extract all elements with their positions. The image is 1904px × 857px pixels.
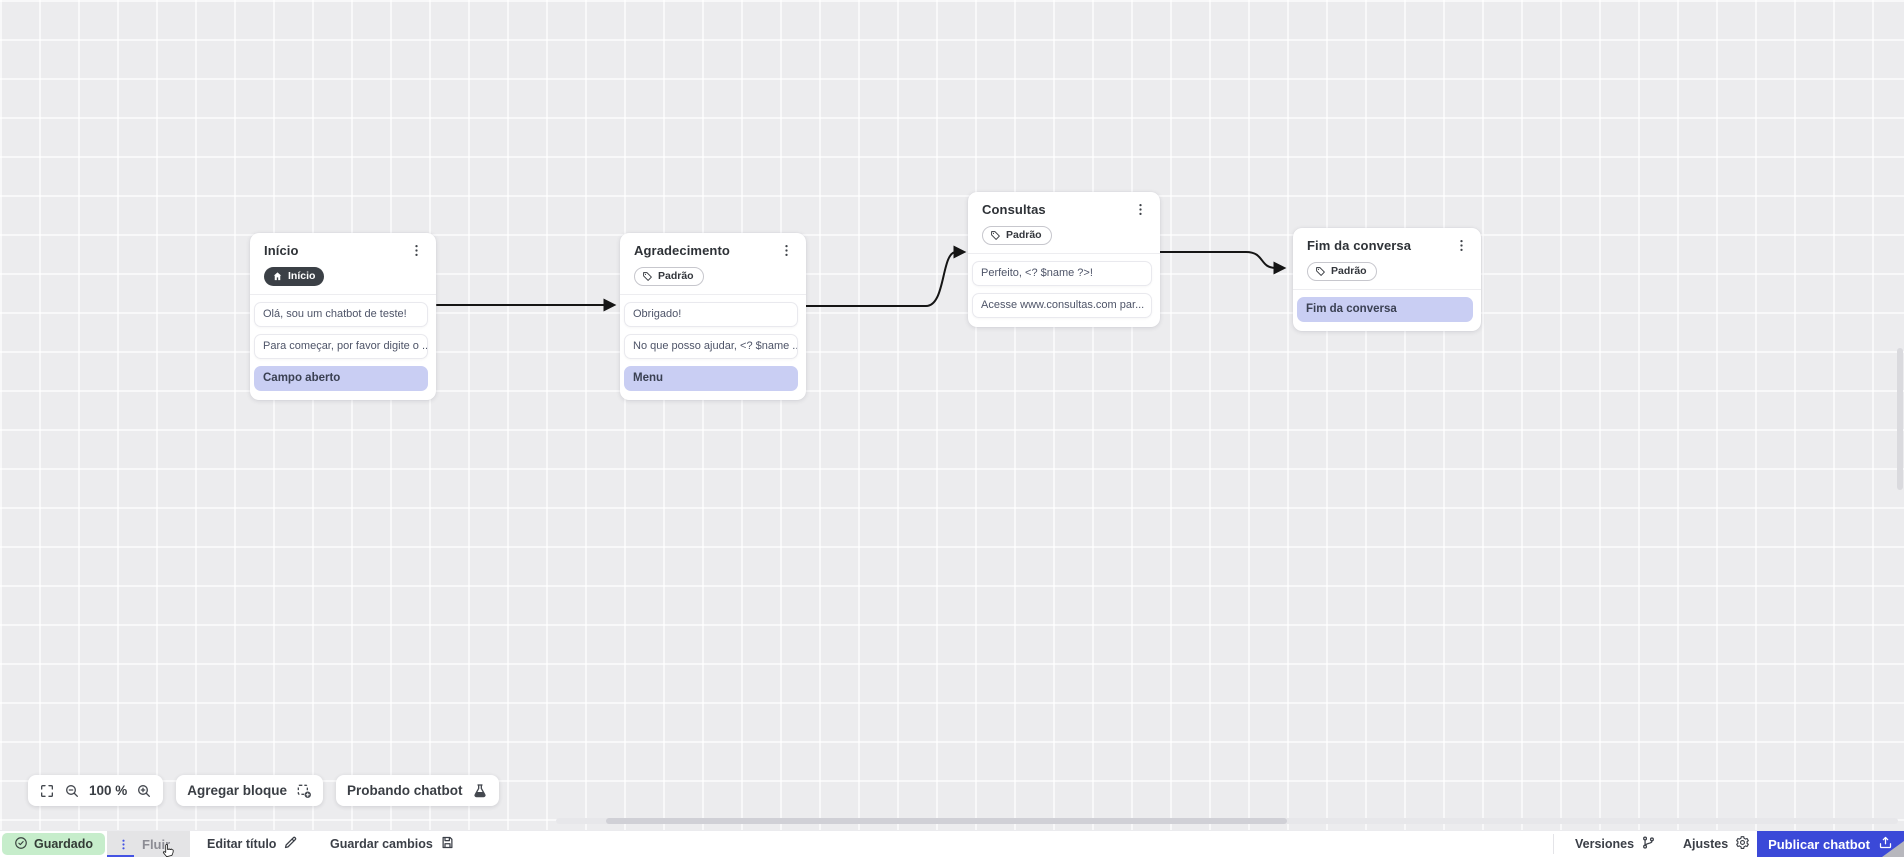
node-output-row[interactable]: Menu	[624, 366, 798, 391]
edit-title-label: Editar título	[207, 837, 277, 851]
versions-button[interactable]: Versiones	[1575, 831, 1656, 857]
horizontal-scrollbar-track[interactable]	[556, 818, 1898, 824]
gear-icon	[1735, 835, 1750, 853]
node-badge: Padrão	[982, 226, 1052, 245]
horizontal-scrollbar-thumb[interactable]	[606, 818, 1287, 824]
node-message-row[interactable]: Olá, sou um chatbot de teste!	[254, 302, 428, 327]
node-message-row[interactable]: Obrigado!	[624, 302, 798, 327]
node-output-row[interactable]: Fim da conversa	[1297, 297, 1473, 322]
node-menu-icon[interactable]	[1132, 202, 1148, 220]
add-block-label: Agregar bloque	[187, 783, 288, 798]
zoom-level: 100 %	[89, 783, 128, 798]
settings-button[interactable]: Ajustes	[1683, 831, 1750, 857]
tag-icon	[990, 230, 1001, 241]
node-badge: Padrão	[634, 267, 704, 286]
zoom-in-button[interactable]	[136, 783, 152, 799]
zoom-out-icon	[64, 783, 80, 799]
node-title: Início	[264, 243, 299, 258]
node-badge: Início	[264, 267, 325, 286]
flask-icon	[472, 783, 488, 799]
node-divider	[250, 294, 436, 295]
node-divider	[968, 253, 1160, 254]
node-badge-label: Padrão	[1006, 229, 1042, 242]
statusbar-divider	[1553, 834, 1554, 854]
corner-fold	[1882, 841, 1904, 857]
edge-agradecimento-to-consultas[interactable]	[805, 245, 967, 307]
statusbar: Guardado Fluir Editar título Guardar cam…	[0, 830, 1904, 857]
check-circle-icon	[14, 836, 28, 853]
canvas-toolbar: 100 % Agregar bloque Probando chatbot	[28, 775, 499, 806]
home-icon	[272, 271, 283, 282]
node-output-row[interactable]: Campo aberto	[254, 366, 428, 391]
save-changes-label: Guardar cambios	[330, 837, 433, 851]
edge-consultas-to-fim-da-conversa[interactable]	[1159, 251, 1287, 275]
fullscreen-button[interactable]	[39, 783, 55, 799]
pencil-icon	[283, 835, 298, 853]
save-icon	[440, 835, 455, 853]
node-title: Fim da conversa	[1307, 238, 1412, 253]
add-block-button[interactable]: Agregar bloque	[176, 775, 324, 806]
node-menu-icon[interactable]	[1453, 238, 1469, 256]
node-title: Consultas	[982, 202, 1046, 217]
active-tab-indicator	[107, 855, 134, 857]
node-badge: Padrão	[1307, 262, 1377, 281]
tab-flow[interactable]: Fluir	[107, 831, 190, 857]
test-chatbot-button[interactable]: Probando chatbot	[336, 775, 499, 806]
node-badge-label: Padrão	[1331, 265, 1367, 278]
zoom-in-icon	[136, 783, 152, 799]
settings-label: Ajustes	[1683, 837, 1729, 851]
zoom-controls: 100 %	[28, 775, 164, 806]
node-message-row[interactable]: No que posso ajudar, <? $name ...	[624, 334, 798, 359]
zoom-out-button[interactable]	[64, 783, 80, 799]
node-badge-label: Início	[288, 270, 316, 283]
flow-menu-icon[interactable]	[117, 838, 130, 851]
add-block-icon	[296, 783, 312, 799]
tag-icon	[1315, 266, 1326, 277]
node-menu-icon[interactable]	[408, 243, 424, 261]
mouse-cursor	[160, 842, 176, 857]
saved-status-badge: Guardado	[2, 833, 105, 855]
fullscreen-icon	[39, 783, 55, 799]
test-chatbot-label: Probando chatbot	[347, 783, 463, 798]
saved-label: Guardado	[33, 837, 94, 851]
tag-icon	[642, 271, 653, 282]
publish-chatbot-button[interactable]: Publicar chatbot	[1757, 831, 1904, 857]
node-message-row[interactable]: Para começar, por favor digite o ...	[254, 334, 428, 359]
node-message-row[interactable]: Perfeito, <? $name ?>!	[972, 261, 1152, 286]
node-title: Agradecimento	[634, 243, 730, 258]
node-badge-label: Padrão	[658, 270, 694, 283]
node-divider	[620, 294, 806, 295]
branch-icon	[1641, 835, 1656, 853]
vertical-scrollbar-thumb[interactable]	[1897, 348, 1903, 490]
node-menu-icon[interactable]	[778, 243, 794, 261]
node-message-row[interactable]: Acesse www.consultas.com par...	[972, 293, 1152, 318]
edit-title-button[interactable]: Editar título	[207, 831, 298, 857]
publish-label: Publicar chatbot	[1768, 836, 1870, 852]
flow-tab-label: Fluir	[142, 836, 171, 852]
save-changes-button[interactable]: Guardar cambios	[330, 831, 455, 857]
versions-label: Versiones	[1575, 837, 1635, 851]
node-divider	[1293, 289, 1481, 290]
